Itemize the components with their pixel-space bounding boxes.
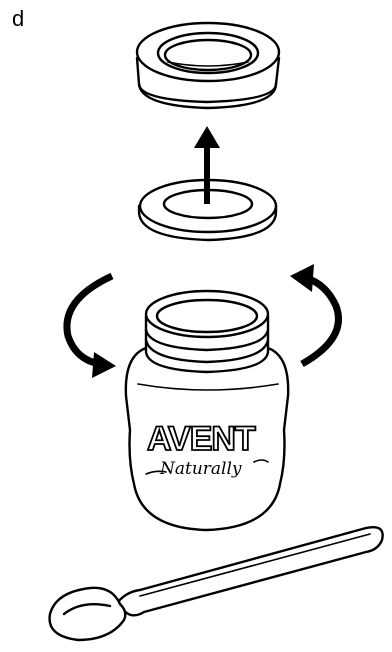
rotate-right-arrow-icon [290,264,338,364]
screw-ring [137,23,279,108]
rotate-left-arrow-icon [67,276,116,378]
step-label: d [12,8,24,30]
measuring-spoon [50,527,383,640]
storage-jar: AVENT Naturally [126,291,288,530]
jar-brand-script: Naturally [159,459,242,479]
sealing-disc [139,160,276,240]
jar-brand-wordmark: AVENT [147,420,256,458]
